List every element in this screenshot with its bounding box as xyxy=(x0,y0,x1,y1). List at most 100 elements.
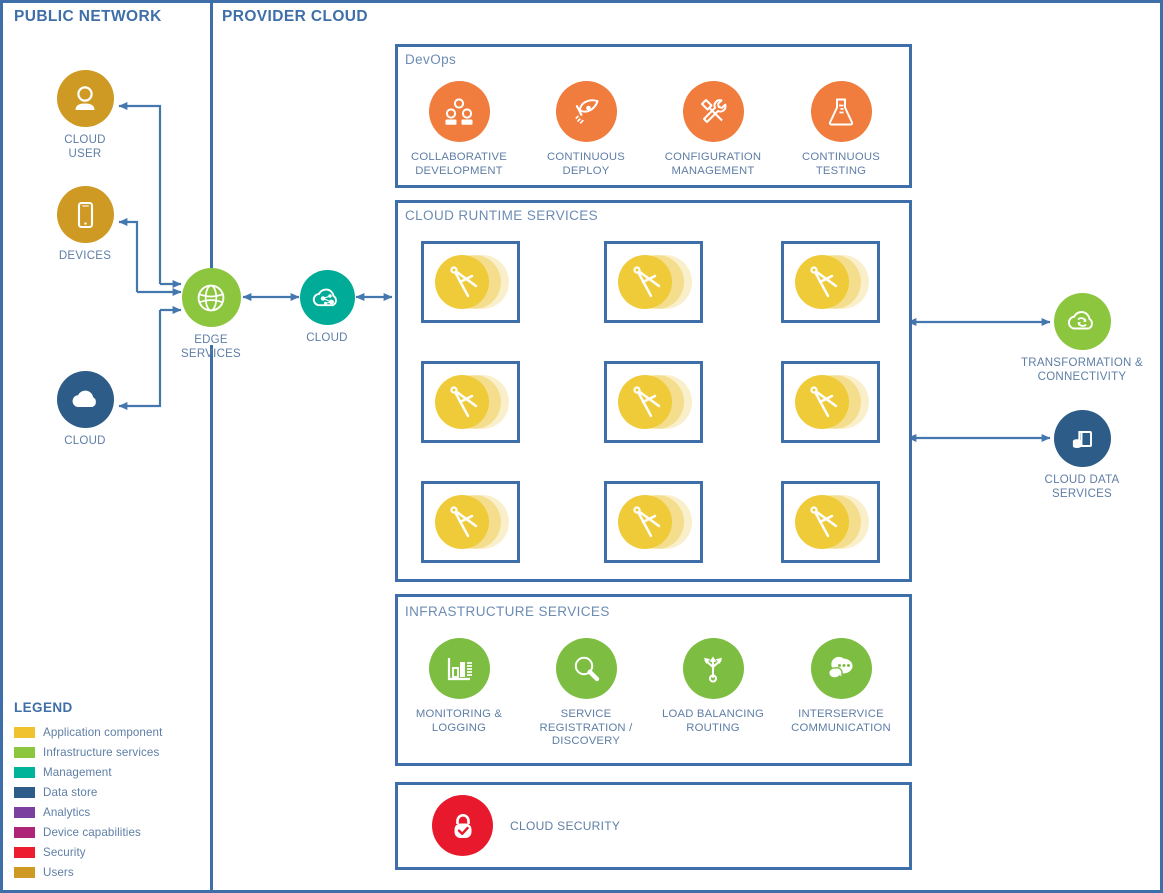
tile-service-registration-discovery[interactable]: SERVICE REGISTRATION / DISCOVERY xyxy=(511,638,661,749)
panel-title-devops: DevOps xyxy=(405,52,457,67)
tile-monitoring-logging[interactable]: MONITORING & LOGGING xyxy=(384,638,534,735)
bar-chart-icon xyxy=(428,638,490,699)
node-cloud-user[interactable]: CLOUD USER xyxy=(15,70,155,161)
node-label: CLOUD USER xyxy=(64,134,106,160)
compass-divider-icon xyxy=(784,244,877,320)
zone-divider-bottom xyxy=(210,345,213,893)
tile-collaborative-development[interactable]: COLLABORATIVE DEVELOPMENT xyxy=(384,81,534,178)
tile-label: INTERSERVICE COMMUNICATION xyxy=(791,708,891,734)
routing-arrows-icon xyxy=(682,638,744,699)
cloud-sync-icon xyxy=(1053,293,1111,350)
compass-divider-icon xyxy=(607,364,700,440)
tile-label: MONITORING & LOGGING xyxy=(415,708,503,734)
compass-divider-icon xyxy=(607,484,700,560)
node-cloud-provider[interactable]: CLOUD xyxy=(257,270,397,346)
legend-item: Analytics xyxy=(14,802,204,822)
runtime-service-node[interactable] xyxy=(421,241,520,323)
runtime-service-node[interactable] xyxy=(604,361,703,443)
runtime-service-node[interactable] xyxy=(421,481,520,563)
runtime-service-node[interactable] xyxy=(781,241,880,323)
legend-swatch xyxy=(14,786,35,798)
legend-label: Device capabilities xyxy=(43,825,141,839)
cloud-icon xyxy=(56,371,114,428)
node-label: CLOUD DATA SERVICES xyxy=(1044,474,1120,500)
node-cloud-data-services[interactable]: CLOUD DATA SERVICES xyxy=(1012,410,1152,501)
runtime-service-node[interactable] xyxy=(421,361,520,443)
runtime-service-node[interactable] xyxy=(604,481,703,563)
security-label: CLOUD SECURITY xyxy=(510,818,621,833)
node-cloud-public[interactable]: CLOUD xyxy=(15,371,155,449)
legend-item: Users xyxy=(14,862,204,882)
legend-swatch xyxy=(14,746,35,758)
node-label: CLOUD xyxy=(306,332,348,344)
tile-label: LOAD BALANCING ROUTING xyxy=(662,708,764,734)
tile-load-balancing-routing[interactable]: LOAD BALANCING ROUTING xyxy=(638,638,788,735)
legend-label: Application component xyxy=(43,725,163,739)
node-label: CLOUD xyxy=(64,435,106,447)
security-item[interactable]: CLOUD SECURITY xyxy=(432,795,620,856)
book-database-icon xyxy=(1053,410,1111,467)
user-icon xyxy=(56,70,114,127)
legend-swatch xyxy=(14,726,35,738)
tile-continuous-testing[interactable]: CONTINUOUS TESTING xyxy=(766,81,916,178)
legend-item: Device capabilities xyxy=(14,822,204,842)
cloud-nodes-icon xyxy=(299,270,355,325)
node-label: DEVICES xyxy=(58,250,112,262)
tile-label: CONTINUOUS DEPLOY xyxy=(547,151,625,177)
tile-label: COLLABORATIVE DEVELOPMENT xyxy=(411,151,507,177)
node-edge-services[interactable]: EDGE SERVICES xyxy=(141,268,281,361)
runtime-service-node[interactable] xyxy=(781,481,880,563)
legend-label: Data store xyxy=(43,785,98,799)
node-label: EDGE SERVICES xyxy=(181,334,241,360)
legend-swatch xyxy=(14,846,35,858)
legend-swatch xyxy=(14,826,35,838)
legend-swatch xyxy=(14,866,35,878)
compass-divider-icon xyxy=(607,244,700,320)
tile-configuration-management[interactable]: CONFIGURATION MANAGEMENT xyxy=(638,81,788,178)
legend-label: Analytics xyxy=(43,805,91,819)
node-transformation-connectivity[interactable]: TRANSFORMATION & CONNECTIVITY xyxy=(1012,293,1152,384)
zone-divider-top xyxy=(210,0,213,276)
tile-interservice-communication[interactable]: INTERSERVICE COMMUNICATION xyxy=(766,638,916,735)
globe-network-icon xyxy=(181,268,241,327)
compass-divider-icon xyxy=(424,364,517,440)
compass-divider-icon xyxy=(424,244,517,320)
legend-item: Application component xyxy=(14,722,204,742)
node-devices[interactable]: DEVICES xyxy=(15,186,155,264)
legend-label: Infrastructure services xyxy=(43,745,160,759)
zone-title-public-network: PUBLIC NETWORK xyxy=(14,8,162,25)
legend-title: LEGEND xyxy=(14,700,73,715)
hammer-wrench-icon xyxy=(682,81,744,142)
node-label: TRANSFORMATION & CONNECTIVITY xyxy=(1021,357,1143,383)
legend-swatch xyxy=(14,766,35,778)
chat-bubbles-icon xyxy=(810,638,872,699)
compass-divider-icon xyxy=(784,364,877,440)
panel-title-infrastructure: INFRASTRUCTURE SERVICES xyxy=(405,604,610,619)
tile-label: CONFIGURATION MANAGEMENT xyxy=(664,151,762,177)
legend-label: Security xyxy=(43,845,86,859)
runtime-service-node[interactable] xyxy=(604,241,703,323)
compass-divider-icon xyxy=(424,484,517,560)
legend-swatch xyxy=(14,806,35,818)
team-group-icon xyxy=(428,81,490,142)
rocket-icon xyxy=(555,81,617,142)
runtime-service-node[interactable] xyxy=(781,361,880,443)
tile-continuous-deploy[interactable]: CONTINUOUS DEPLOY xyxy=(511,81,661,178)
legend-label: Management xyxy=(43,765,112,779)
legend-item: Security xyxy=(14,842,204,862)
mobile-device-icon xyxy=(56,186,114,243)
padlock-check-icon xyxy=(432,795,493,856)
tile-label: SERVICE REGISTRATION / DISCOVERY xyxy=(539,708,633,747)
legend-item: Infrastructure services xyxy=(14,742,204,762)
flask-icon xyxy=(810,81,872,142)
panel-title-cloud-runtime: CLOUD RUNTIME SERVICES xyxy=(405,208,599,223)
legend-item: Data store xyxy=(14,782,204,802)
compass-divider-icon xyxy=(784,484,877,560)
legend-label: Users xyxy=(43,865,74,879)
magnifier-icon xyxy=(555,638,617,699)
zone-title-provider-cloud: PROVIDER CLOUD xyxy=(222,8,368,25)
tile-label: CONTINUOUS TESTING xyxy=(802,151,880,177)
legend-item: Management xyxy=(14,762,204,782)
